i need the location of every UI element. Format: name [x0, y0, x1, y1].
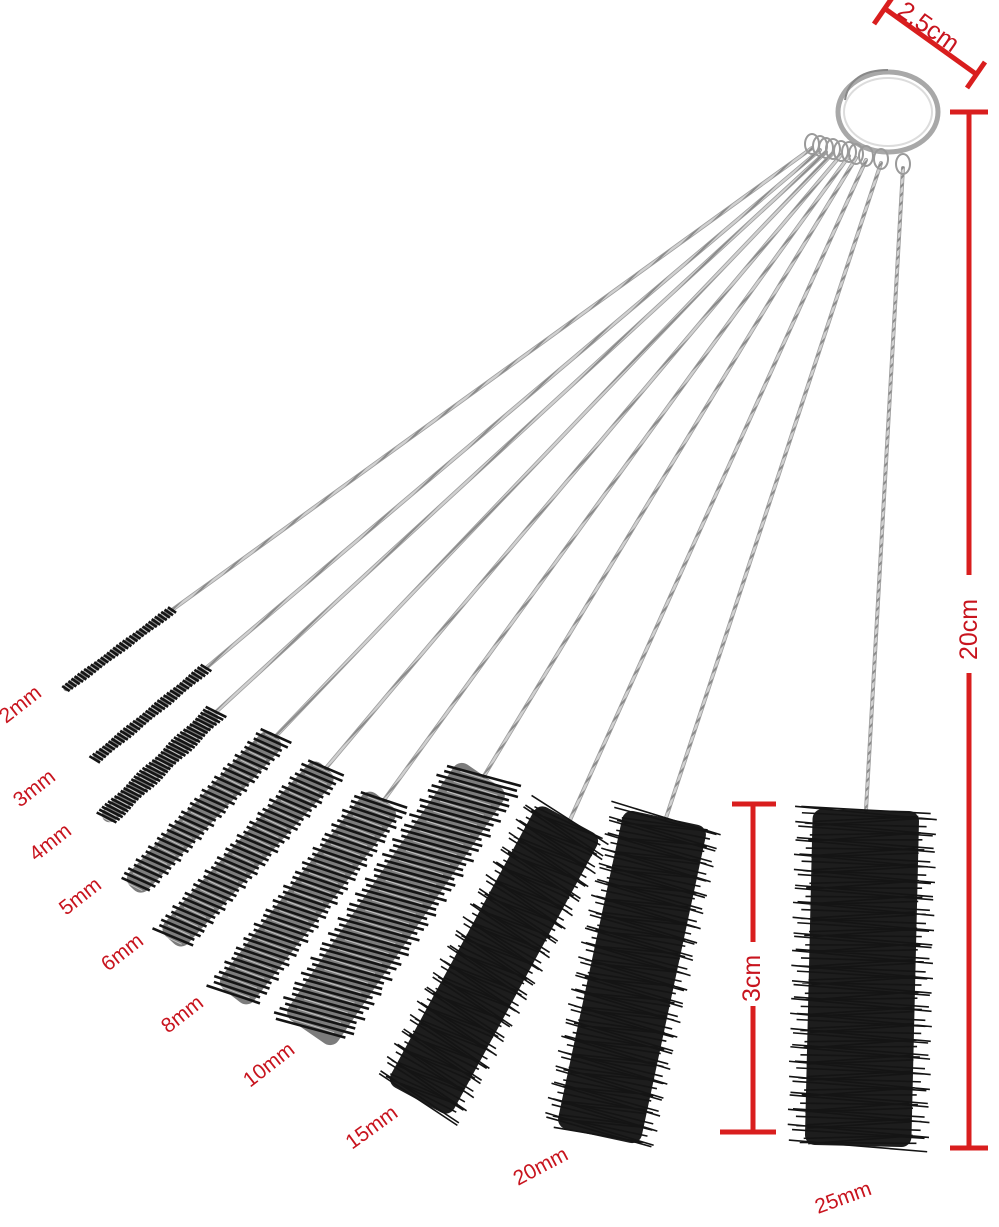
- ring-width-label: 2,5cm: [893, 0, 965, 58]
- brush-head-10mm: [273, 762, 522, 1046]
- wire-twist: [568, 158, 868, 822]
- bristles: [96, 705, 227, 824]
- brush-head-8mm: [206, 791, 408, 1005]
- wire-loop: [833, 140, 849, 162]
- key-ring: [835, 69, 941, 155]
- bristles: [206, 791, 408, 1005]
- brush-head-15mm: [378, 794, 609, 1127]
- brush-head-6mm: [151, 759, 345, 947]
- size-label-8mm: 8mm: [157, 991, 208, 1038]
- total-length-dimension: 20cm: [946, 109, 992, 1151]
- wire-loop: [873, 148, 889, 170]
- wire-handles: [170, 146, 905, 822]
- wire-loops: [804, 133, 911, 175]
- wire-twist: [204, 148, 822, 670]
- brush-head-5mm: [121, 727, 292, 893]
- wire-loop: [825, 138, 841, 160]
- wire-twist: [170, 146, 814, 612]
- wire-twist: [864, 166, 905, 812]
- wire-twist: [274, 151, 835, 738]
- wire-twist: [664, 161, 883, 820]
- wire-twist: [324, 153, 843, 770]
- bristles: [545, 800, 721, 1148]
- brush-head-2mm: [61, 606, 177, 693]
- total-length-label: 20cm: [955, 599, 983, 660]
- wire-twist: [382, 154, 851, 802]
- size-label-6mm: 6mm: [97, 929, 148, 976]
- brush-heads: [61, 606, 937, 1153]
- brush-head-4mm: [96, 705, 227, 824]
- size-label-5mm: 5mm: [55, 873, 106, 920]
- wire-loop: [848, 143, 864, 165]
- size-label-20mm: 20mm: [510, 1143, 572, 1191]
- size-label-4mm: 4mm: [25, 819, 76, 866]
- wire-twist: [214, 150, 828, 714]
- wire-twist: [482, 156, 858, 778]
- bristles: [151, 759, 345, 947]
- brush-head-25mm: [787, 805, 937, 1153]
- brush-length-dimension: 3cm: [720, 801, 776, 1135]
- wire-loop: [841, 141, 857, 163]
- wire-loop: [895, 153, 911, 175]
- bristles: [88, 663, 213, 764]
- brush-length-label: 3cm: [738, 955, 766, 1002]
- size-label-25mm: 25mm: [812, 1177, 875, 1219]
- wire-loop: [858, 145, 874, 167]
- brush-head-3mm: [88, 663, 213, 764]
- size-label-2mm: 2mm: [0, 681, 46, 728]
- wire-loop: [818, 137, 834, 159]
- ring-width-dimension: 2,5cm: [871, 0, 988, 90]
- bristles: [61, 606, 177, 693]
- size-label-3mm: 3mm: [9, 765, 60, 812]
- size-label-10mm: 10mm: [239, 1038, 299, 1092]
- brush-head-20mm: [545, 800, 721, 1148]
- bristles: [787, 805, 937, 1153]
- size-label-15mm: 15mm: [341, 1101, 402, 1154]
- bristles: [273, 764, 522, 1039]
- bristles: [121, 727, 292, 892]
- bristles: [378, 794, 609, 1127]
